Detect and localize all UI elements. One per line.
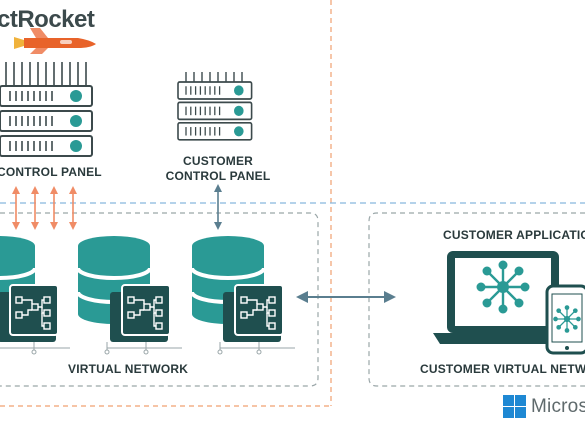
logo-text: ctRocket	[0, 6, 95, 33]
laptop-icon	[433, 251, 573, 344]
customer-control-panel-line2: CONTROL PANEL	[165, 169, 271, 183]
customer-control-panel-server-icon	[177, 72, 253, 141]
customer-control-panel-line1: CUSTOMER	[182, 154, 254, 168]
microsoft-logo-icon	[503, 395, 526, 418]
rocket-logo-icon	[14, 28, 96, 54]
application-icon	[104, 284, 183, 355]
customer-control-panel-label: CUSTOMER CONTROL PANEL	[160, 154, 276, 184]
customer-application-label: CUSTOMER APPLICATIO	[443, 228, 585, 242]
control-panel-arrows	[12, 186, 77, 230]
microsoft-logo-text: Micros	[531, 396, 585, 417]
control-panel-label: CONTROL PANEL	[0, 165, 102, 179]
virtual-network-box	[0, 212, 319, 387]
phone-icon	[545, 284, 585, 355]
application-icon	[217, 284, 296, 355]
customer-virtual-network-label: CUSTOMER VIRTUAL NETW	[420, 362, 585, 376]
control-panel-server-icon	[0, 62, 93, 157]
application-icon	[0, 284, 71, 355]
virtual-network-label: VIRTUAL NETWORK	[68, 362, 189, 376]
